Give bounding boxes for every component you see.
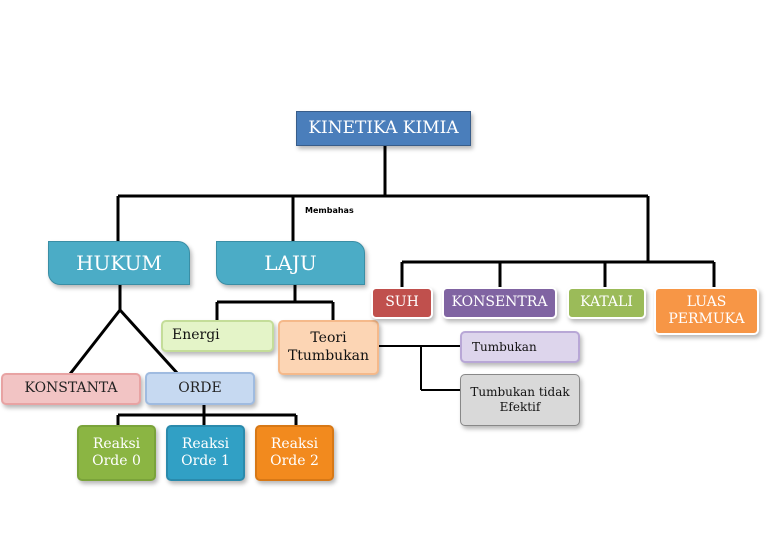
edge-label-membahas: Membahas	[305, 206, 354, 215]
node-katalis: KATALI	[567, 287, 646, 319]
node-laju: LAJU	[216, 241, 365, 285]
node-konstanta: KONSTANTA	[1, 373, 141, 405]
node-teori-tumbukan: Teori Ttumbukan	[278, 320, 379, 375]
node-energi: Energi	[161, 320, 274, 352]
node-reaksi-orde-2: Reaksi Orde 2	[255, 425, 334, 481]
node-hukum: HUKUM	[48, 241, 190, 285]
node-reaksi-orde-1: Reaksi Orde 1	[166, 425, 245, 481]
node-konsentrasi: KONSENTRA	[442, 287, 557, 319]
node-tumbukan-tidak-efektif: Tumbukan tidak Efektif	[460, 374, 580, 426]
node-tumbukan-efektif: Tumbukan	[460, 331, 580, 363]
node-reaksi-orde-0: Reaksi Orde 0	[77, 425, 156, 481]
node-suhu: SUH	[371, 287, 433, 319]
node-orde: ORDE	[145, 372, 255, 405]
node-kinetika-kimia: KINETIKA KIMIA	[296, 111, 471, 146]
node-luas-permukaan: LUAS PERMUKA	[654, 287, 759, 335]
